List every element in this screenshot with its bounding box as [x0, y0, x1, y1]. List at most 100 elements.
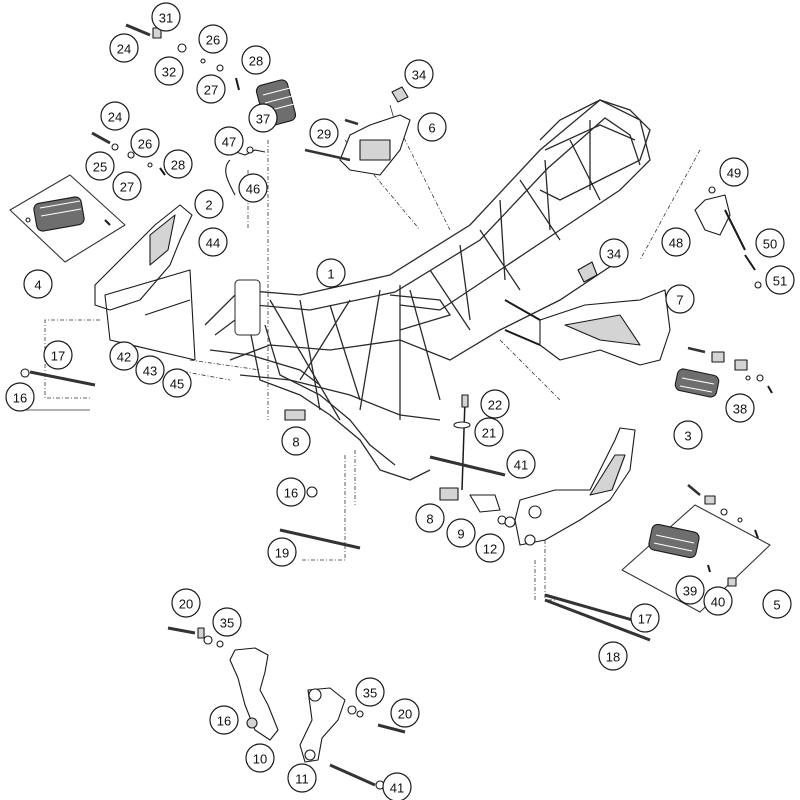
callout-circle — [23, 269, 53, 299]
callout-circle — [163, 149, 193, 179]
callout-number: 28 — [171, 158, 185, 173]
callout-34: 34 — [404, 59, 434, 89]
callout-number: 26 — [138, 137, 152, 152]
callout-circle — [241, 45, 271, 75]
callout-number: 27 — [120, 180, 134, 195]
callout-circle — [43, 340, 73, 370]
callout-46: 46 — [238, 173, 268, 203]
callout-47: 47 — [214, 126, 244, 156]
callout-number: 1 — [327, 267, 334, 282]
callout-circle — [198, 24, 228, 54]
callout-circle — [765, 265, 795, 295]
callout-number: 51 — [773, 274, 787, 289]
callout-circle — [316, 258, 346, 288]
callout-16: 16 — [209, 705, 239, 735]
callout-2: 2 — [194, 189, 224, 219]
callout-number: 19 — [275, 546, 289, 561]
callout-5: 5 — [762, 589, 792, 619]
callout-44: 44 — [198, 227, 228, 257]
callout-20: 20 — [390, 698, 420, 728]
left-footrest-bracket — [94, 204, 196, 361]
callout-24: 24 — [109, 33, 139, 63]
callout-circle — [109, 341, 139, 371]
callout-35: 35 — [355, 677, 385, 707]
callout-number: 48 — [669, 236, 683, 251]
callout-49: 49 — [719, 157, 749, 187]
callout-27: 27 — [112, 171, 142, 201]
callout-circle — [309, 118, 339, 148]
callout-21: 21 — [474, 417, 504, 447]
callout-number: 9 — [457, 527, 464, 542]
callout-12: 12 — [475, 533, 505, 563]
callout-number: 10 — [253, 752, 267, 767]
callout-circle — [661, 227, 691, 257]
callout-16: 16 — [5, 382, 35, 412]
callout-number: 6 — [428, 121, 435, 136]
callout-24: 24 — [100, 101, 130, 131]
callout-number: 41 — [390, 781, 404, 796]
callout-circle — [287, 763, 317, 793]
callout-circle — [480, 389, 510, 419]
callout-6: 6 — [417, 112, 447, 142]
callout-number: 16 — [284, 486, 298, 501]
callout-circle — [474, 417, 504, 447]
callout-38: 38 — [725, 393, 755, 423]
callout-circle — [194, 189, 224, 219]
callout-circle — [198, 227, 228, 257]
callout-number: 38 — [733, 402, 747, 417]
callout-circle — [703, 586, 733, 616]
callout-51: 51 — [765, 265, 795, 295]
callout-number: 35 — [363, 686, 377, 701]
callout-number: 29 — [317, 127, 331, 142]
callout-number: 12 — [483, 542, 497, 557]
callout-circle — [238, 173, 268, 203]
callout-circle — [404, 59, 434, 89]
callout-circle — [209, 705, 239, 735]
callout-circle — [390, 698, 420, 728]
callout-number: 34 — [412, 68, 426, 83]
callout-41: 41 — [506, 449, 536, 479]
callout-number: 41 — [514, 458, 528, 473]
callout-17: 17 — [630, 603, 660, 633]
callout-number: 22 — [488, 398, 502, 413]
callout-number: 47 — [222, 135, 236, 150]
callout-circle — [154, 56, 184, 86]
callout-circle — [248, 103, 278, 133]
callout-17: 17 — [43, 340, 73, 370]
callout-35: 35 — [212, 607, 242, 637]
bolt-group-top-left — [125, 23, 240, 91]
callout-19: 19 — [267, 537, 297, 567]
callout-number: 24 — [108, 110, 122, 125]
callout-circle — [267, 537, 297, 567]
callout-number: 32 — [162, 65, 176, 80]
callout-27: 27 — [196, 74, 226, 104]
callout-number: 17 — [638, 612, 652, 627]
hanger-bracket-10 — [167, 626, 279, 741]
callout-circle — [415, 503, 445, 533]
callout-circle — [665, 284, 695, 314]
callout-circle — [755, 228, 785, 258]
left-footpeg-kit-box — [9, 174, 126, 263]
callout-circle — [417, 112, 447, 142]
callout-45: 45 — [162, 368, 192, 398]
callout-41: 41 — [382, 772, 412, 800]
callout-circle — [475, 533, 505, 563]
callout-22: 22 — [480, 389, 510, 419]
callout-circle — [212, 607, 242, 637]
main-frame — [204, 99, 651, 481]
callout-circle — [100, 101, 130, 131]
callout-number: 8 — [426, 512, 433, 527]
callout-circle — [214, 126, 244, 156]
right-rear-peg-bracket — [504, 289, 671, 366]
callout-26: 26 — [130, 128, 160, 158]
callout-circle — [171, 588, 201, 618]
callout-number: 26 — [206, 33, 220, 48]
callout-40: 40 — [703, 586, 733, 616]
callout-circle — [130, 128, 160, 158]
callout-number: 17 — [51, 349, 65, 364]
callout-circle — [245, 743, 275, 773]
callout-16: 16 — [276, 477, 306, 507]
callout-circle — [162, 368, 192, 398]
bolt-group-left-mid — [91, 131, 166, 176]
